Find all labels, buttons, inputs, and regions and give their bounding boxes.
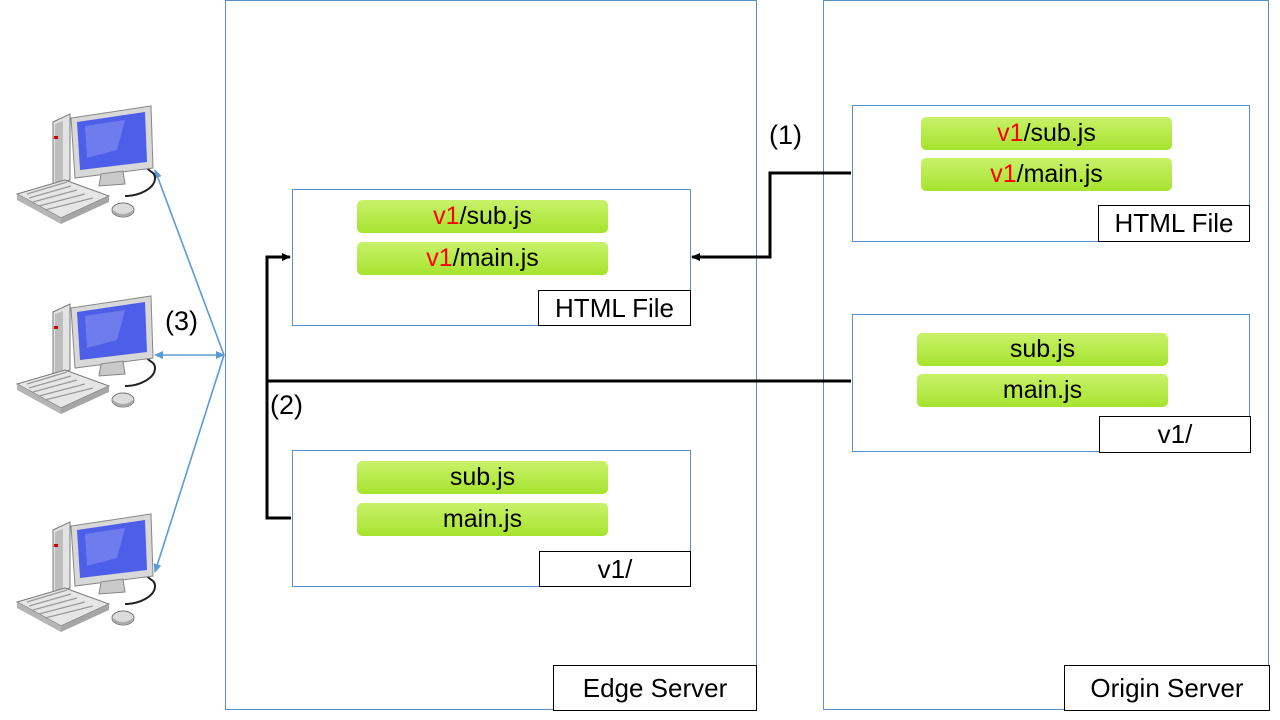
version-prefix: v1: [426, 244, 453, 272]
file-path: /sub.js: [1023, 119, 1096, 147]
file-path: /main.js: [1016, 160, 1103, 188]
origin-html-file-entry: v1/main.js: [921, 158, 1172, 191]
origin-server-caption: Origin Server: [1064, 665, 1270, 711]
version-prefix: v1: [433, 202, 460, 230]
origin-server: v1/sub.js v1/main.js HTML File sub.js ma…: [823, 0, 1270, 711]
step-1-label: (1): [769, 120, 802, 150]
flow-arrow-step-1: [691, 171, 851, 261]
computer-icon: [15, 105, 157, 224]
edge-server-caption: Edge Server: [553, 665, 757, 711]
client-link-top: [154, 169, 225, 356]
origin-v1-folder-box: sub.js main.js v1/: [852, 314, 1251, 453]
file-path: /main.js: [452, 244, 539, 272]
origin-v1-file-entry: main.js: [917, 374, 1168, 407]
edge-server: v1/sub.js v1/main.js HTML File sub.js ma…: [225, 0, 757, 711]
step-2-label: (2): [270, 390, 303, 420]
computer-icon: [15, 295, 157, 414]
html-file-caption: HTML File: [538, 290, 691, 326]
version-prefix: v1: [997, 119, 1024, 147]
origin-html-file-entry: v1/sub.js: [921, 117, 1172, 150]
origin-html-file-box: v1/sub.js v1/main.js HTML File: [852, 105, 1250, 242]
edge-html-file-box: v1/sub.js v1/main.js HTML File: [292, 189, 691, 326]
origin-v1-file-entry: sub.js: [917, 333, 1168, 366]
v1-folder-caption: v1/: [539, 551, 691, 587]
client-link-bottom: [153, 354, 225, 573]
v1-folder-caption: v1/: [1099, 416, 1251, 453]
file-path: /sub.js: [459, 202, 532, 230]
html-file-caption: HTML File: [1098, 205, 1250, 242]
edge-html-file-entry: v1/main.js: [357, 242, 608, 275]
computer-icon: [15, 513, 157, 632]
edge-v1-file-entry: sub.js: [357, 461, 608, 494]
edge-v1-file-entry: main.js: [357, 503, 608, 536]
version-prefix: v1: [990, 160, 1017, 188]
step-3-label: (3): [165, 306, 198, 336]
edge-v1-folder-box: sub.js main.js v1/: [292, 450, 691, 587]
flow-arrow-step-2: [265, 253, 291, 520]
edge-html-file-entry: v1/sub.js: [357, 200, 608, 233]
